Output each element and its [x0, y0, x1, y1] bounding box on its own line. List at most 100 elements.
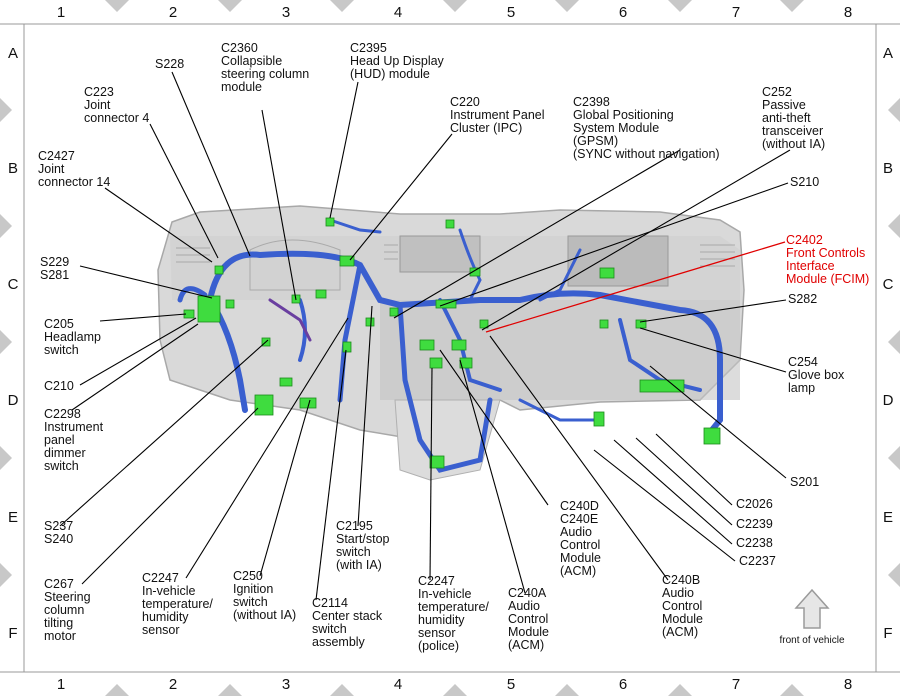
- callout-line: (with IA): [336, 558, 382, 572]
- grid-column-label: 1: [57, 4, 65, 21]
- grid-tick: [443, 684, 467, 696]
- callout-line: sensor: [418, 626, 456, 640]
- callout-c2238: C2238: [736, 536, 773, 550]
- callout-line: (police): [418, 639, 459, 653]
- leader-line-s229: [79, 265, 213, 299]
- callout-line: connector 4: [84, 111, 149, 125]
- callout-line: C250: [233, 569, 263, 583]
- grid-column-label: 8: [844, 676, 852, 693]
- callout-line: C2298: [44, 407, 81, 421]
- callout-line: S228: [155, 57, 184, 71]
- callout-line: Control: [662, 599, 702, 613]
- callout-line: humidity: [142, 610, 189, 624]
- leader-line-c240d: [439, 349, 549, 506]
- callout-line: switch: [44, 343, 79, 357]
- callout-line: Headlamp: [44, 330, 101, 344]
- callout-line: C267: [44, 577, 74, 591]
- callout-line: humidity: [418, 613, 465, 627]
- callout-line: switch: [312, 622, 347, 636]
- callout-line: S282: [788, 292, 817, 306]
- front-of-vehicle-label: front of vehicle: [779, 635, 844, 646]
- callout-line: Audio: [508, 599, 540, 613]
- leader-line-c254: [639, 327, 787, 373]
- leader-line-c220: [349, 133, 453, 261]
- callout-line: module: [221, 80, 262, 94]
- callout-line: Instrument Panel: [450, 108, 545, 122]
- callout-line: C2195: [336, 519, 373, 533]
- callout-line: C210: [44, 379, 74, 393]
- grid-tick: [780, 0, 804, 12]
- callout-line: C240B: [662, 573, 700, 587]
- leader-line-c2402: [485, 241, 786, 333]
- leader-line-s210: [439, 182, 789, 307]
- grid-column-label: 1: [57, 676, 65, 693]
- callout-line: switch: [336, 545, 371, 559]
- callout-line: C2360: [221, 41, 258, 55]
- callout-c210: C210: [44, 379, 74, 393]
- callout-line: (GPSM): [573, 134, 618, 148]
- callout-line: Front Controls: [786, 246, 865, 260]
- callout-line: C2247: [142, 571, 179, 585]
- grid-row-label: A: [8, 45, 18, 62]
- callout-line: C223: [84, 85, 114, 99]
- callout-s228: S228: [155, 57, 184, 71]
- front-arrow-icon: [794, 588, 830, 629]
- callout-line: Module: [560, 551, 601, 565]
- callout-line: C240D: [560, 499, 599, 513]
- grid-column-label: 3: [282, 4, 290, 21]
- callout-line: Module (FCIM): [786, 272, 869, 286]
- grid-tick: [888, 446, 900, 470]
- leader-line-c2237: [593, 449, 736, 562]
- grid-row-label: F: [8, 625, 17, 642]
- callout-line: S281: [40, 268, 69, 282]
- leader-line-c240b: [489, 335, 669, 581]
- grid-tick: [668, 0, 692, 12]
- callout-line: Joint: [84, 98, 111, 112]
- callout-line: (SYNC without navigation): [573, 147, 720, 161]
- leader-line-c2427: [104, 187, 213, 263]
- leader-line-c2195: [357, 305, 373, 527]
- grid-row-label: A: [883, 45, 893, 62]
- grid-column-label: 6: [619, 4, 627, 21]
- callout-c2026: C2026: [736, 497, 773, 511]
- leader-line-c250: [259, 399, 311, 577]
- callout-s210: S210: [790, 175, 819, 189]
- leader-line-s237: [59, 339, 269, 527]
- callout-s282: S282: [788, 292, 817, 306]
- front-of-vehicle-indicator: front of vehicle: [779, 588, 845, 646]
- callout-line: lamp: [788, 381, 815, 395]
- grid-tick: [0, 446, 12, 470]
- grid-column-label: 5: [507, 4, 515, 21]
- callout-line: S201: [790, 475, 819, 489]
- callout-line: Module: [662, 612, 703, 626]
- leader-line-c2239: [635, 437, 733, 526]
- leader-line-c205: [99, 313, 187, 322]
- callout-line: Passive: [762, 98, 806, 112]
- grid-tick: [888, 330, 900, 354]
- callout-line: (ACM): [662, 625, 698, 639]
- grid-column-label: 2: [169, 676, 177, 693]
- callout-line: panel: [44, 433, 75, 447]
- grid-row-label: D: [883, 392, 894, 409]
- leader-line-c2298: [71, 323, 199, 411]
- callout-line: column: [44, 603, 84, 617]
- callout-line: (HUD) module: [350, 67, 430, 81]
- grid-column-label: 8: [844, 4, 852, 21]
- callout-line: Control: [560, 538, 600, 552]
- leader-line-c210: [79, 317, 197, 386]
- grid-tick: [780, 684, 804, 696]
- callout-line: Global Positioning: [573, 108, 674, 122]
- leader-line-c267: [81, 407, 259, 585]
- grid-tick: [555, 684, 579, 696]
- callout-line: C252: [762, 85, 792, 99]
- leader-line-c2360: [261, 109, 297, 301]
